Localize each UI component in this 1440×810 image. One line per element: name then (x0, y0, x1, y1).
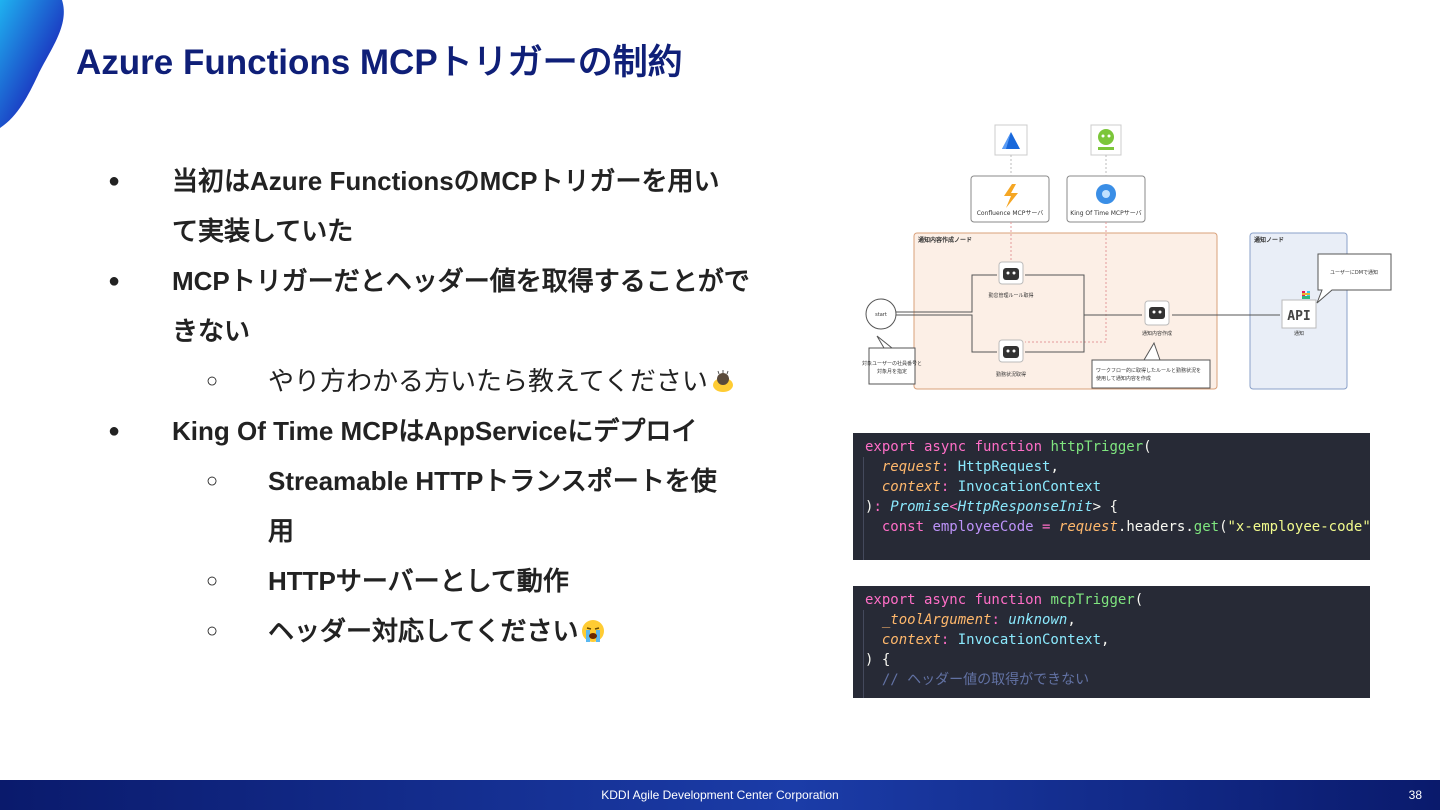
bullet-marker: ○ (206, 370, 219, 392)
code-line: context: InvocationContext, (865, 632, 1110, 648)
confluence-server-label: Confluence MCPサーバ (977, 210, 1044, 217)
bullet-text: Streamable HTTPトランスポートを使 (268, 466, 717, 496)
sub-bullet-item: ○ HTTPサーバーとして動作 (108, 556, 808, 606)
crying-emoji (582, 620, 605, 642)
sub-bullet-item: ○ Streamable HTTPトランスポートを使用 (108, 456, 808, 556)
bullet-marker: ● (108, 170, 121, 192)
code-line: ): Promise<HttpResponseInit> { (865, 499, 1118, 515)
bullet-text: MCPトリガーだとヘッダー値を取得することがで (172, 266, 750, 296)
code-line: ) { (865, 652, 891, 668)
bullet-text: て実装していた (172, 216, 354, 246)
api-node (1281, 299, 1317, 329)
compose-callout-line2: 使用して通知内容を作成 (1096, 375, 1151, 382)
bullet-item: ● MCPトリガーだとヘッダー値を取得することができない (108, 256, 808, 356)
svg-text:API: API (1287, 309, 1310, 324)
bullet-marker: ● (108, 420, 121, 442)
code-line: _toolArgument: unknown, (865, 612, 1076, 628)
code-line: const employeeCode = request.headers.get… (865, 519, 1370, 535)
robot-icon (998, 261, 1024, 285)
api-node-label: 通知 (1294, 330, 1304, 337)
input-callout-line2: 対象月を指定 (877, 368, 907, 375)
mcp-trigger-code: export async function mcpTrigger( _toolA… (853, 586, 1370, 698)
bullet-text: きない (172, 316, 251, 346)
code-line: context: InvocationContext (865, 479, 1102, 495)
http-trigger-code: export async function httpTrigger( reque… (853, 433, 1370, 560)
robot-icon (998, 339, 1024, 363)
compose-node-label: 通知内容作成 (1142, 330, 1172, 337)
king-of-time-icon (1090, 124, 1122, 156)
bowing-emoji (712, 370, 733, 392)
code-line: export async function httpTrigger( (865, 439, 1152, 455)
bullet-text: King Of Time MCPはAppServiceにデプロイ (172, 416, 698, 446)
slack-icon (1302, 291, 1310, 299)
bullet-text: ヘッダー対応してください (268, 616, 579, 646)
status-node-label: 勤務状況取得 (996, 371, 1026, 378)
sub-bullet-item: ○ やり方わかる方いたら教えてください (108, 356, 808, 406)
compose-callout-line1: ワークフロー的に取得したルールと勤務状況を (1096, 367, 1201, 374)
code-line: request: HttpRequest, (865, 459, 1059, 475)
dm-callout: ユーザーにDMで通知 (1330, 269, 1378, 276)
start-node (865, 298, 897, 330)
bullet-text: HTTPサーバーとして動作 (268, 566, 569, 596)
compose-group-label: 通知内容作成ノード (918, 236, 972, 244)
page-number: 38 (1408, 788, 1422, 802)
bullet-marker: ○ (206, 470, 219, 492)
bullet-text: やり方わかる方いたら教えてください (268, 366, 708, 396)
workflow-diagram: Confluence MCPサーバ King Of Time MCPサーバ 通知… (862, 124, 1392, 390)
bullet-item: ● King Of Time MCPはAppServiceにデプロイ (108, 406, 808, 456)
bullet-marker: ○ (206, 620, 219, 642)
rules-node-label: 勤怠管理ルール取得 (988, 292, 1033, 299)
input-callout-line1: 対象ユーザーの社員番号と (862, 360, 922, 367)
page-title: Azure Functions MCPトリガーの制約 (76, 43, 683, 82)
bullet-list: ● 当初はAzure FunctionsのMCPトリガーを用いて実装していた ● MC… (108, 156, 808, 656)
corner-logo-shape (0, 0, 64, 128)
code-line: // ヘッダー値の取得ができない (865, 672, 1090, 688)
robot-icon (1144, 300, 1170, 326)
azure-functions-icon (1004, 184, 1018, 208)
footer-bar: KDDI Agile Development Center Corporatio… (0, 780, 1440, 810)
bullet-text: 当初はAzure FunctionsのMCPトリガーを用い (172, 166, 720, 196)
bullet-item: ● 当初はAzure FunctionsのMCPトリガーを用いて実装していた (108, 156, 808, 256)
notify-group-label: 通知ノード (1254, 236, 1284, 244)
footer-company: KDDI Agile Development Center Corporatio… (601, 788, 839, 802)
kingoftime-server-label: King Of Time MCPサーバ (1070, 210, 1141, 217)
bullet-marker: ● (108, 270, 121, 292)
code-line: export async function mcpTrigger( (865, 592, 1144, 608)
svg-text:start: start (875, 312, 887, 318)
sub-bullet-item: ○ ヘッダー対応してください (108, 606, 808, 656)
bullet-marker: ○ (206, 570, 219, 592)
bullet-text: 用 (268, 516, 295, 546)
jira-icon (994, 124, 1028, 156)
